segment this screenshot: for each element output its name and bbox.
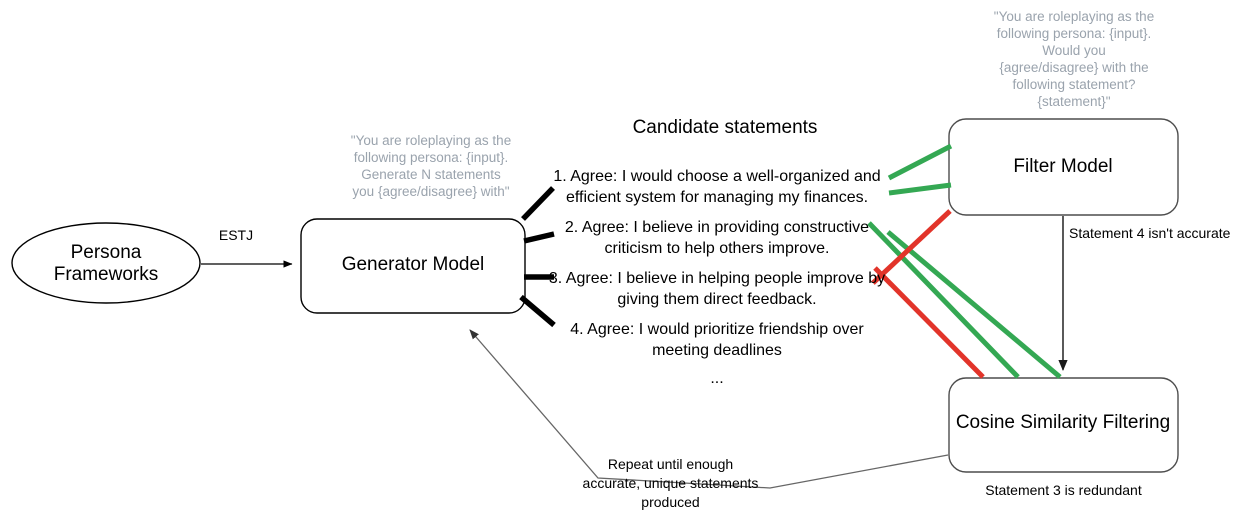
- statement-text: Agree: I would choose a well-organized a…: [565, 168, 881, 206]
- edge-generator-to-statement-2: [523, 231, 555, 244]
- list-item[interactable]: 2. Agree: I believe in providing constru…: [547, 217, 887, 259]
- edge-generator-to-statement-4: [519, 294, 556, 328]
- edge-label-estj: ESTJ: [219, 227, 253, 243]
- node-filter-label: Filter Model: [1013, 156, 1112, 177]
- statement-number: 4.: [570, 321, 584, 338]
- list-item[interactable]: 1. Agree: I would choose a well-organize…: [547, 166, 887, 208]
- node-filter-model[interactable]: [948, 118, 1179, 216]
- edge-statement-2-to-filter-accept: [888, 182, 952, 196]
- edge-filter-reject-statement-4: [871, 209, 952, 285]
- statements-ellipsis: ...: [710, 370, 724, 387]
- generator-prompt-text: "You are roleplaying as the following pe…: [350, 133, 512, 199]
- statement-text: Agree: I believe in providing constructi…: [581, 219, 870, 257]
- node-persona-label-line2: Frameworks: [54, 264, 159, 285]
- statement-number: 1.: [553, 168, 567, 185]
- list-item[interactable]: 4. Agree: I would prioritize friendship …: [547, 319, 887, 361]
- node-generator-model[interactable]: [300, 218, 526, 314]
- candidate-statements-list: 1. Agree: I would choose a well-organize…: [547, 166, 887, 388]
- statement-text: Agree: I would prioritize friendship ove…: [587, 321, 864, 359]
- node-cosine-label: Cosine Similarity Filtering: [956, 412, 1170, 433]
- list-item[interactable]: 3. Agree: I believe in helping people im…: [547, 268, 887, 310]
- edge-statement-1-to-filter-accept: [887, 143, 953, 181]
- node-generator-label: Generator Model: [342, 254, 485, 275]
- label-statement-3-redundant: Statement 3 is redundant: [985, 482, 1142, 498]
- edge-statement-3-to-cosine-redundant: [873, 266, 985, 379]
- node-persona-frameworks[interactable]: [11, 222, 201, 304]
- candidate-statements-title: Candidate statements: [632, 117, 818, 138]
- node-cosine-similarity-filtering[interactable]: [948, 377, 1179, 473]
- label-feedback-loop: Repeat until enough accurate, unique sta…: [582, 456, 759, 510]
- statement-text: Agree: I believe in helping people impro…: [565, 270, 886, 308]
- edge-statement-1-to-cosine-accept: [867, 221, 1020, 379]
- statement-number: 3.: [548, 270, 563, 287]
- edge-feedback-loop: [469, 329, 949, 489]
- statement-number: 2.: [564, 219, 579, 236]
- label-statement-4-not-accurate: Statement 4 isn't accurate: [1069, 225, 1231, 241]
- node-persona-label-line1: Persona: [71, 242, 142, 263]
- filter-prompt-text: "You are roleplaying as the following pe…: [993, 9, 1155, 109]
- edge-generator-to-statement-1: [521, 186, 555, 221]
- edge-statement-2-to-cosine-accept: [886, 230, 1062, 379]
